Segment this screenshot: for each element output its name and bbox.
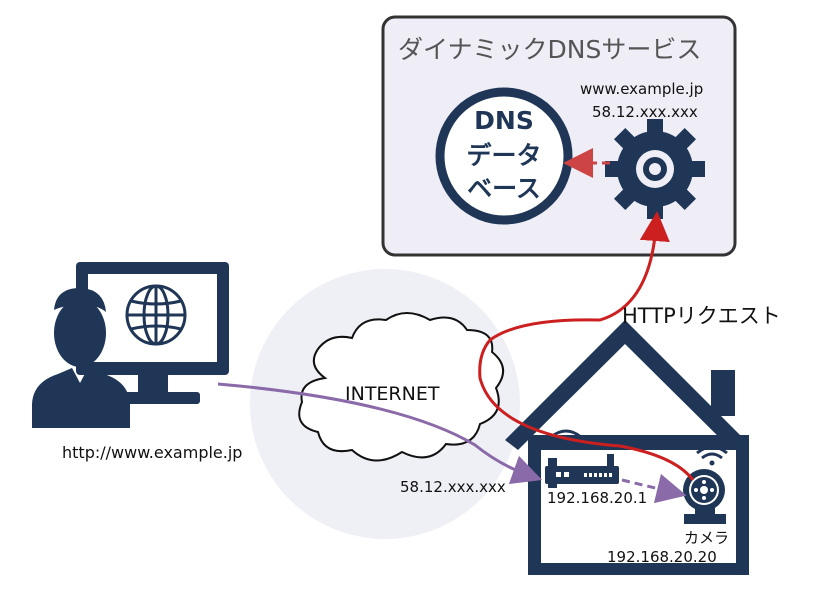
globe-icon (125, 284, 187, 346)
http-request-arrow (478, 211, 695, 481)
router-icon (545, 454, 619, 488)
service-title: ダイナミックDNSサービス (398, 35, 702, 64)
client-request-arrow (217, 382, 543, 485)
http-request-label: HTTPリクエスト (622, 304, 781, 328)
camera-icon (683, 469, 726, 524)
internet-label: INTERNET (345, 383, 440, 405)
camera-ip: 192.168.20.20 (607, 548, 717, 566)
record-ip: 58.12.xxx.xxx (592, 103, 698, 121)
dns-db-label-line3: ベース (467, 174, 541, 203)
camera-label: カメラ (684, 529, 730, 547)
dns-db-label-line2: データ (466, 141, 542, 170)
port-forward-arrow (621, 473, 687, 504)
camera-wifi-icon (696, 445, 728, 466)
internet-cloud (298, 312, 504, 462)
record-domain: www.example.jp (580, 80, 704, 98)
router-lan-ip: 192.168.20.1 (547, 489, 648, 507)
gear-icon (605, 119, 705, 219)
client-url: http://www.example.jp (62, 443, 243, 462)
dns-db-label-line1: DNS (474, 106, 534, 135)
user-icon (32, 287, 130, 428)
router-wan-ip: 58.12.xxx.xxx (400, 478, 506, 496)
